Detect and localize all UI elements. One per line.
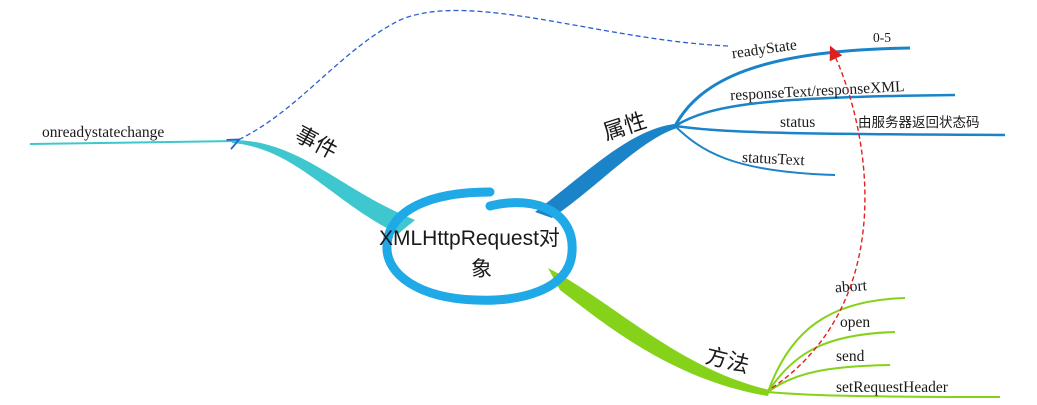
responsetext-line bbox=[674, 93, 956, 128]
method-send: send bbox=[836, 348, 865, 365]
events-branch: 事件 onreadystatechange bbox=[29, 121, 415, 234]
methods-branch-stroke bbox=[548, 268, 770, 396]
properties-branch: 属性 readyState 0-5 responseText/responseX… bbox=[535, 30, 1006, 218]
open-line bbox=[767, 331, 896, 393]
method-setrequestheader: setRequestHeader bbox=[836, 379, 949, 396]
setrequestheader-line bbox=[767, 391, 1001, 398]
central-topic: XMLHttpRequest对 象 bbox=[379, 187, 577, 305]
onreadystatechange-underline bbox=[29, 140, 237, 145]
status-line bbox=[674, 124, 1006, 137]
statustext-line bbox=[674, 125, 836, 176]
properties-branch-stroke bbox=[535, 124, 677, 218]
abort-line bbox=[767, 297, 906, 393]
method-open: open bbox=[840, 314, 870, 331]
central-topic-ring bbox=[382, 187, 577, 305]
central-topic-title-line2: 象 bbox=[471, 258, 492, 281]
method-abort: abort bbox=[834, 277, 868, 296]
send-to-readystate-connector bbox=[771, 45, 866, 389]
readystate-line bbox=[673, 46, 911, 127]
status-note: 由服务器返回状态码 bbox=[858, 115, 980, 130]
central-topic-title: XMLHttpRequest对 bbox=[379, 227, 560, 250]
send-line bbox=[767, 364, 891, 393]
readystate-to-event-connector bbox=[238, 9, 729, 140]
property-statustext: statusText bbox=[742, 149, 806, 169]
event-onreadystatechange: onreadystatechange bbox=[42, 124, 164, 141]
property-responsetext: responseText/responseXML bbox=[730, 78, 905, 104]
events-branch-stroke bbox=[232, 140, 415, 234]
methods-branch: 方法 abort open send setRequestHeader bbox=[548, 268, 1001, 398]
property-status: status bbox=[780, 114, 815, 131]
readystate-note: 0-5 bbox=[873, 30, 891, 45]
